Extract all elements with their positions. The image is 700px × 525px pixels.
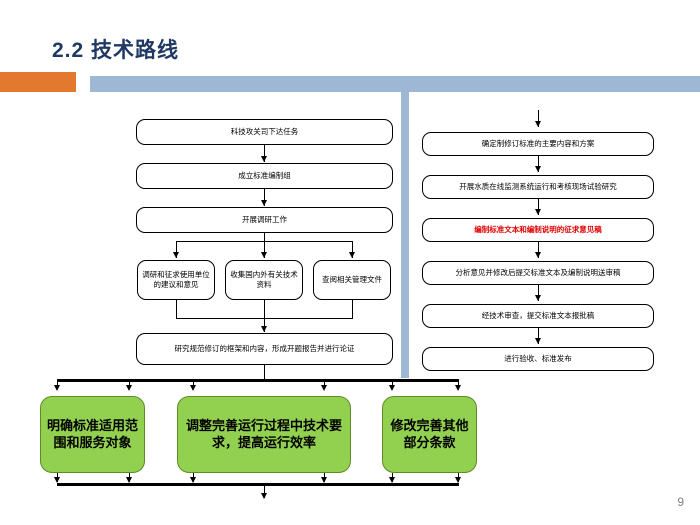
arrow-right-1-2-icon bbox=[535, 166, 541, 172]
flow-box-right-1: 确定制修订标准的主要内容和方案 bbox=[422, 132, 654, 156]
arrow-right-5-6-icon bbox=[535, 338, 541, 344]
connector-left-3-split bbox=[264, 233, 265, 241]
connector-right-4-5 bbox=[538, 285, 539, 301]
outcome-box-scope: 明确标准适用范围和服务对象 bbox=[40, 396, 145, 473]
arrow-merge-down-icon bbox=[261, 326, 267, 332]
arrow-dist-top-2-icon bbox=[126, 385, 132, 391]
stem-dist-top-5 bbox=[392, 382, 393, 388]
stem-dist-top-1 bbox=[57, 382, 58, 388]
arrow-dist-top-4-icon bbox=[321, 385, 327, 391]
connector-right-2-3 bbox=[538, 199, 539, 215]
arrow-dist-bot-3-icon bbox=[190, 477, 196, 483]
arrow-bottom-out-icon bbox=[261, 493, 267, 499]
connector-bottom-out bbox=[264, 486, 265, 498]
flow-box-right-4: 分析意见并修改后提交标准文本及编制说明送审稿 bbox=[422, 261, 654, 285]
arrow-dist-bot-4-icon bbox=[321, 477, 327, 483]
connector-merge-down bbox=[264, 318, 265, 332]
arrow-right-entry-icon bbox=[535, 121, 541, 127]
flow-box-left-2: 成立标准编制组 bbox=[136, 163, 393, 189]
arrow-dist-bot-1-icon bbox=[54, 477, 60, 483]
connector-merge-c bbox=[352, 300, 353, 318]
flow-box-left-parallel-2: 收集国内外有关技术资料 bbox=[225, 260, 303, 300]
connector-merge-a bbox=[176, 300, 177, 318]
arrow-left-1-2-icon bbox=[261, 156, 267, 162]
arrow-dist-bot-5-icon bbox=[389, 477, 395, 483]
outcome-box-efficiency: 调整完善运行过程中技术要求，提高运行效率 bbox=[177, 396, 351, 473]
connector-split-a bbox=[176, 241, 177, 258]
arrow-dist-bot-6-icon bbox=[455, 477, 461, 483]
flow-box-left-1: 科技攻关司下达任务 bbox=[136, 119, 393, 145]
accent-bar-orange bbox=[0, 72, 76, 92]
collection-bar-bottom bbox=[57, 483, 459, 486]
arrow-right-3-4-icon bbox=[535, 252, 541, 258]
arrow-right-2-3-icon bbox=[535, 209, 541, 215]
column-divider bbox=[401, 92, 409, 378]
connector-right-3-4 bbox=[538, 242, 539, 258]
arrow-dist-top-3-icon bbox=[190, 385, 196, 391]
flow-box-right-3-highlight: 编制标准文本和编制说明的征求意见稿 bbox=[422, 218, 654, 242]
connector-left-2-3 bbox=[264, 189, 265, 206]
arrow-left-2-3-icon bbox=[261, 200, 267, 206]
outcome-box-clauses: 修改完善其他部分条款 bbox=[382, 396, 477, 473]
connector-right-1-2 bbox=[538, 156, 539, 172]
page-number: 9 bbox=[677, 495, 684, 509]
stem-dist-top-4 bbox=[324, 382, 325, 388]
flow-box-right-2: 开展水质在线监测系统运行和考核现场试验研究 bbox=[422, 175, 654, 199]
arrow-dist-top-5-icon bbox=[389, 385, 395, 391]
connector-right-5-6 bbox=[538, 328, 539, 344]
arrow-dist-top-6-icon bbox=[455, 385, 461, 391]
connector-split-c bbox=[352, 241, 353, 258]
flow-box-left-parallel-3: 查阅相关管理文件 bbox=[313, 260, 391, 300]
flow-box-left-parallel-1: 调研和征求使用单位的建议和意见 bbox=[137, 260, 215, 300]
arrow-split-b-icon bbox=[261, 252, 267, 258]
distribution-bar-top bbox=[57, 379, 459, 382]
stem-dist-top-2 bbox=[129, 382, 130, 388]
flow-box-right-5: 经技术审查，提交标准文本报批稿 bbox=[422, 304, 654, 328]
page-title: 2.2 技术路线 bbox=[52, 39, 180, 62]
accent-bar-blue bbox=[90, 76, 700, 92]
connector-left-to-dist bbox=[264, 365, 265, 379]
connector-left-1-2 bbox=[264, 145, 265, 162]
arrow-right-4-5-icon bbox=[535, 295, 541, 301]
stem-dist-top-3 bbox=[193, 382, 194, 388]
arrow-dist-bot-2-icon bbox=[126, 477, 132, 483]
stem-dist-top-6 bbox=[458, 382, 459, 388]
arrow-dist-top-1-icon bbox=[54, 385, 60, 391]
flow-box-left-3: 开展调研工作 bbox=[136, 207, 393, 233]
arrow-split-a-icon bbox=[173, 252, 179, 258]
connector-split-b bbox=[264, 241, 265, 258]
connector-right-entry bbox=[538, 110, 539, 127]
connector-merge-b bbox=[264, 300, 265, 318]
flow-box-right-6: 进行验收、标准发布 bbox=[422, 347, 654, 371]
flow-box-left-summary: 研究规范修订的框架和内容，形成开题报告并进行论证 bbox=[136, 333, 393, 365]
arrow-split-c-icon bbox=[349, 252, 355, 258]
